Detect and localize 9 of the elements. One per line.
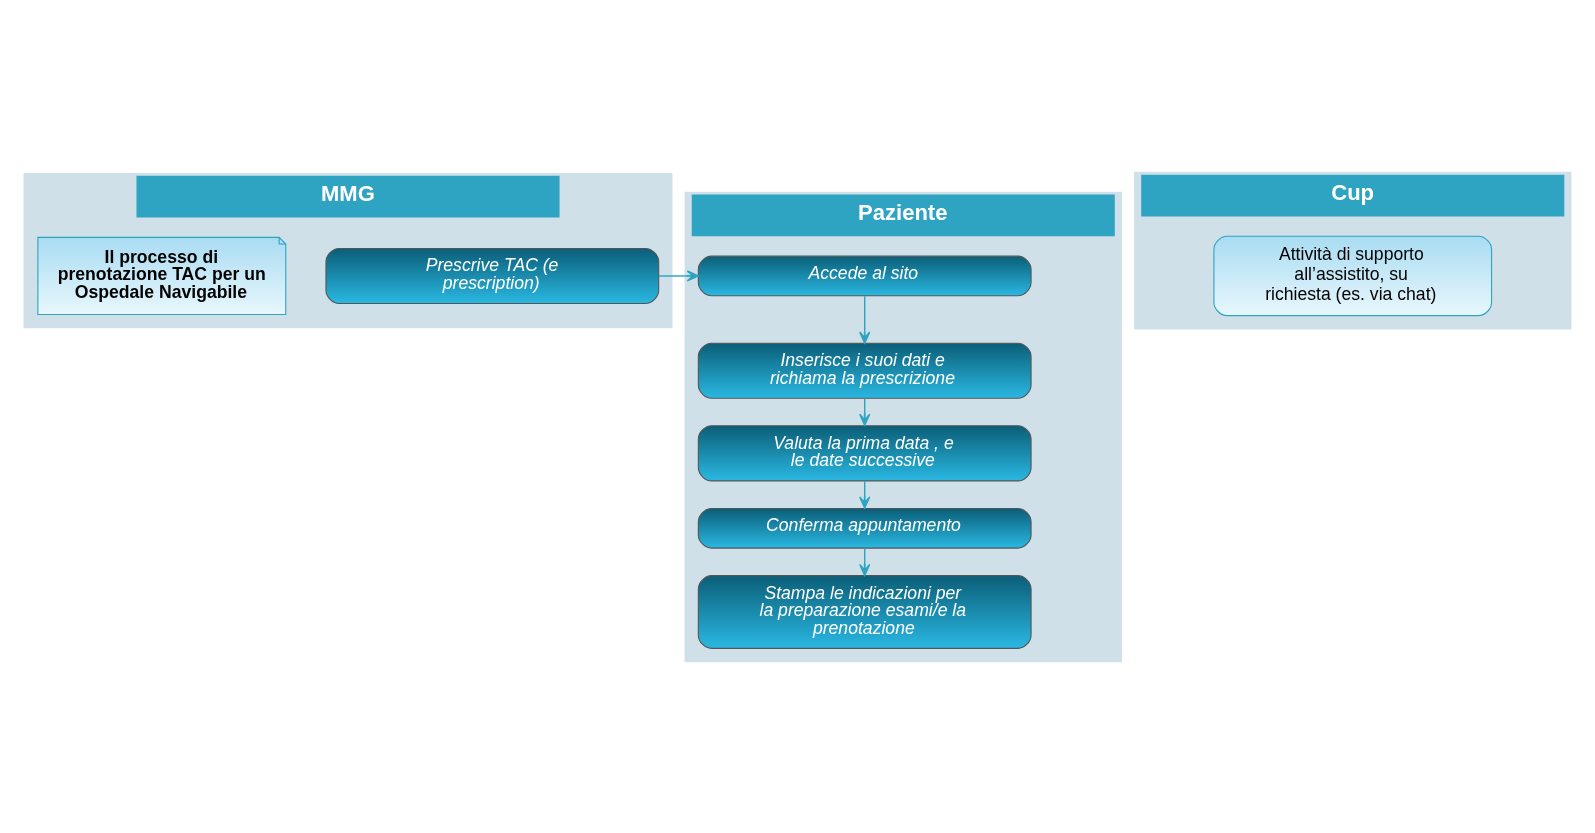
arrow xyxy=(658,269,699,282)
node-box: Attività di supporto all’assistito, su richiesta (es. via chat) xyxy=(1213,235,1493,316)
node-box: Stampa le indicazioni per la preparazione esami/e la prenotazione xyxy=(697,574,1032,649)
node-box: Accede al sito xyxy=(697,255,1032,296)
node-box: Prescrive TAC (e prescription) xyxy=(325,247,660,304)
node-box: Valuta la prima data , e le date successive xyxy=(697,424,1032,481)
node-box: Conferma appuntamento xyxy=(697,507,1032,549)
arrow xyxy=(859,295,871,344)
node-box: Inserisce i suoi dati e richiama la prescrizione xyxy=(697,342,1032,399)
